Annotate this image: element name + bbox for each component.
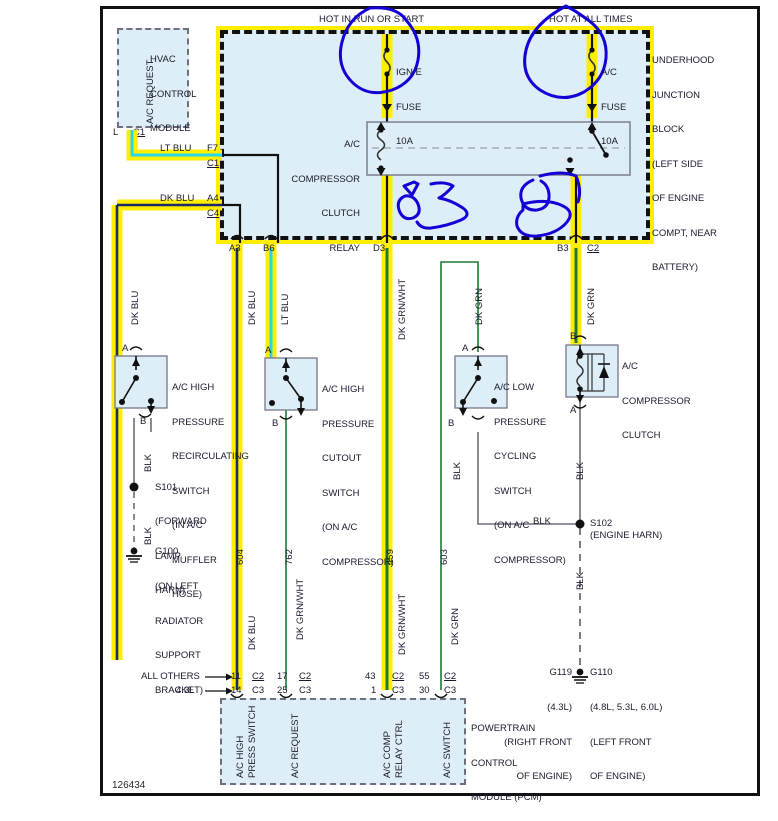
- fuse-ign-e-label: IGN E FUSE 10A: [396, 67, 422, 147]
- wire-number-603: 603: [439, 549, 450, 565]
- junction-pin-b6: B6: [263, 243, 275, 254]
- pcm-cavity-14: 14: [231, 685, 242, 696]
- splice-s102-note: (ENGINE HARN): [590, 530, 663, 541]
- blk-label-s102-horizontal: BLK: [533, 516, 551, 527]
- pcm-cavity-25: 25: [277, 685, 288, 696]
- wire-label-lt-blu-column: LT BLU: [280, 293, 291, 325]
- blk-label-recirc: BLK: [143, 454, 154, 472]
- hp-cutout-switch-label: A/C HIGH PRESSURE CUTOUT SWITCH (ON A/C …: [322, 384, 394, 568]
- label-hot-in-run-or-start: HOT IN RUN OR START: [319, 14, 425, 25]
- wire-number-459: 459: [385, 549, 396, 565]
- wire-label-dk-blu-604-lower: DK BLU: [247, 615, 258, 650]
- label-hot-at-all-times: HOT AT ALL TIMES: [549, 14, 633, 25]
- wire-label-dk-grn-wht-762: DK GRN/WHT: [295, 578, 306, 640]
- wire-color-lt-blu-top: LT BLU: [160, 143, 192, 154]
- junction-connector-c2: C2: [587, 243, 600, 254]
- ground-g119-label: G119: [549, 667, 572, 678]
- junction-pin-b3: B3: [557, 243, 569, 254]
- wire-number-762: 762: [284, 549, 295, 565]
- pcm-cavity-17: 17: [277, 671, 288, 682]
- blk-label-g119-g110: BLK: [575, 572, 586, 590]
- pcm-title: POWERTRAIN CONTROL MODULE (PCM) (LEFT FR…: [471, 723, 542, 803]
- ground-g110-label: G110: [590, 667, 613, 678]
- low-pressure-switch-label: A/C LOW PRESSURE CYCLING SWITCH (ON A/C …: [494, 382, 566, 566]
- pcm-cavity-11: 11: [231, 671, 241, 682]
- pcm-cavity-55: 55: [419, 671, 430, 682]
- pcm-connector-c3-2: C3: [299, 685, 312, 696]
- hvac-module-title: HVAC CONTROL MODULE: [150, 54, 197, 134]
- low-pressure-terminal-a: A: [462, 343, 469, 354]
- pcm-row2-legend: 4.3L: [176, 685, 195, 696]
- hvac-connector-c1: C1: [133, 127, 146, 138]
- diagram-outer-frame: [100, 6, 760, 796]
- fuse-ac-label: A/C FUSE 10A: [601, 67, 627, 147]
- blk-label-low-pressure: BLK: [452, 462, 463, 480]
- junction-pin-d3: D3: [373, 243, 386, 254]
- hvac-control-module-box: [117, 28, 189, 128]
- junction-pin-f7: F7: [207, 143, 219, 154]
- pcm-connector-c2-1: C2: [252, 671, 265, 682]
- compressor-clutch-terminal-a: A: [570, 405, 577, 416]
- hp-recirc-switch-label: A/C HIGH PRESSURE RECIRCULATING SWITCH (…: [172, 382, 249, 600]
- splice-s101-label: S101: [155, 482, 178, 493]
- pcm-cavity-1: 1: [371, 685, 377, 696]
- pcm-connector-c2-3: C2: [392, 671, 405, 682]
- relay-label: A/C COMPRESSOR CLUTCH RELAY: [291, 139, 360, 254]
- junction-pin-a4: A4: [207, 193, 219, 204]
- hp-recirc-terminal-b: B: [140, 416, 147, 427]
- wire-label-dk-grn-wht-459-upper: DK GRN/WHT: [397, 278, 408, 340]
- hp-cutout-terminal-a: A: [265, 345, 272, 356]
- pcm-row1-legend: ALL OTHERS: [141, 671, 200, 682]
- hvac-terminal-letter: L: [113, 127, 119, 138]
- blk-label-clutch: BLK: [575, 462, 586, 480]
- ground-g100-label: G100: [155, 546, 179, 557]
- pcm-connector-c3-1: C3: [252, 685, 265, 696]
- junction-block-title: UNDERHOOD JUNCTION BLOCK (LEFT SIDE OF E…: [652, 55, 717, 273]
- ground-g100-note: (ON LEFT RADIATOR SUPPORT BRACKET): [155, 581, 204, 696]
- splice-s101-note: (FORWARD LAMP HARN): [155, 516, 207, 596]
- pcm-connector-c3-4: C3: [444, 685, 457, 696]
- ground-g119-note: (4.3L) (RIGHT FRONT OF ENGINE): [504, 702, 572, 782]
- wire-label-dk-blu-left-upper: DK BLU: [130, 290, 141, 325]
- wire-label-dk-blu-604-upper: DK BLU: [247, 290, 258, 325]
- wire-number-604: 604: [235, 549, 246, 565]
- wire-color-dk-blu-top: DK BLU: [160, 193, 195, 204]
- pcm-box: [220, 698, 466, 785]
- compressor-clutch-terminal-b: B: [570, 331, 577, 342]
- wire-label-dk-grn-wht-459-lower: DK GRN/WHT: [397, 593, 408, 655]
- hp-cutout-terminal-b: B: [272, 418, 279, 429]
- pcm-pin-ac-request: A/C REQUEST: [290, 713, 301, 778]
- junction-pin-a3: A3: [229, 243, 241, 254]
- hp-recirc-terminal-a: A: [122, 343, 129, 354]
- pcm-cavity-30: 30: [419, 685, 430, 696]
- pcm-cavity-43: 43: [365, 671, 376, 682]
- pcm-connector-c3-3: C3: [392, 685, 405, 696]
- wire-label-dk-grn-603-lower: DK GRN: [450, 608, 461, 645]
- pcm-connector-c2-4: C2: [444, 671, 457, 682]
- wire-label-dk-grn-603-upper: DK GRN: [474, 288, 485, 325]
- compressor-clutch-label: A/C COMPRESSOR CLUTCH: [622, 361, 691, 441]
- figure-number: 126434: [112, 780, 146, 791]
- splice-s102-label: S102: [590, 518, 613, 529]
- ground-g110-note: (4.8L, 5.3L, 6.0L) (LEFT FRONT OF ENGINE…: [590, 702, 663, 782]
- pcm-pin-ac-switch: A/C SWITCH: [442, 722, 453, 778]
- low-pressure-terminal-b: B: [448, 418, 455, 429]
- wire-label-dk-grn-clutch-feed: DK GRN: [586, 288, 597, 325]
- pcm-connector-c2-2: C2: [299, 671, 312, 682]
- junction-connector-c4: C4: [207, 208, 220, 219]
- junction-connector-c1: C1: [207, 158, 220, 169]
